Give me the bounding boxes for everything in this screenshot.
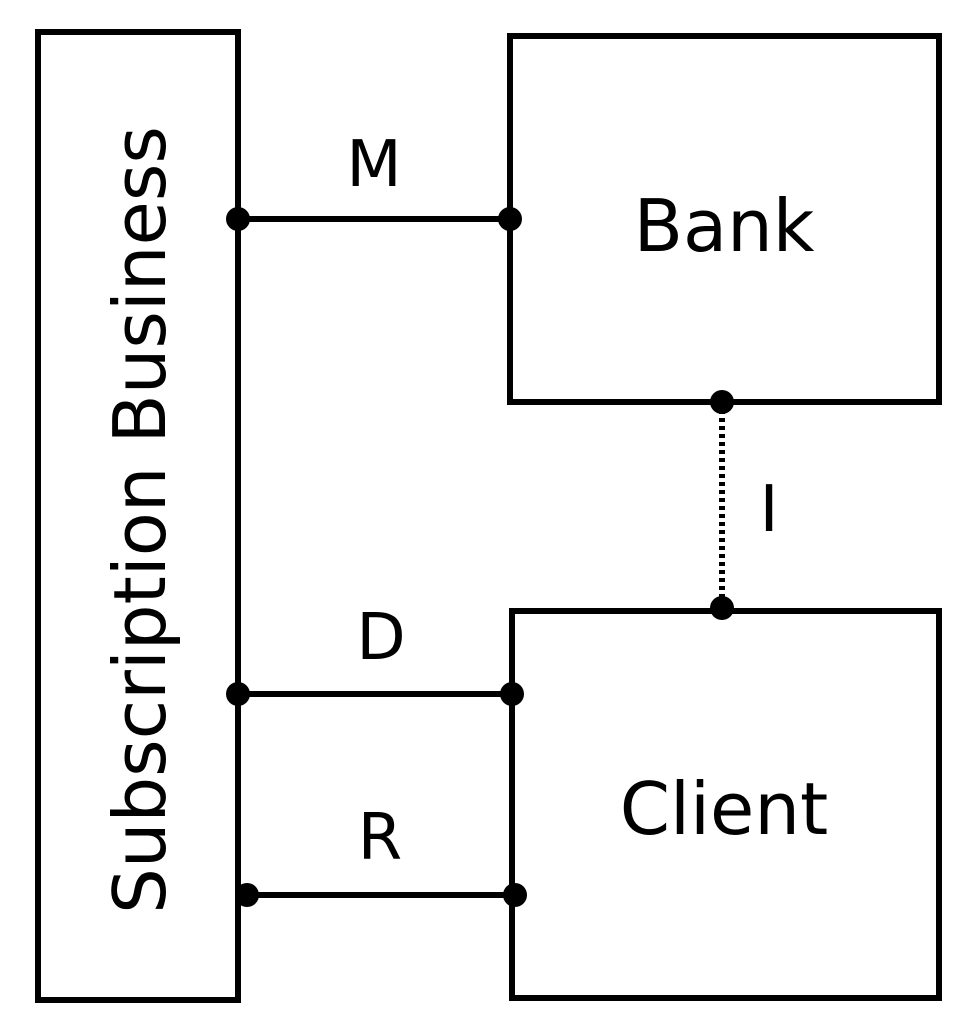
- link-m-start-dot: [226, 207, 250, 231]
- link-d-label: D: [356, 601, 405, 675]
- bank-box: [507, 33, 942, 405]
- subscription-business-box: [35, 29, 241, 1003]
- link-i-label: I: [760, 473, 779, 547]
- link-r: R: [235, 801, 527, 907]
- link-d-end-dot: [500, 682, 524, 706]
- link-i: I: [710, 390, 778, 620]
- subscription-business-node: Subscription Business: [35, 29, 241, 1003]
- link-i-end-dot: [710, 596, 734, 620]
- client-node: Client: [509, 608, 942, 1001]
- link-m: M: [226, 128, 522, 231]
- link-m-label: M: [346, 128, 401, 202]
- link-d: D: [226, 601, 524, 706]
- link-i-start-dot: [710, 390, 734, 414]
- client-label: Client: [620, 767, 828, 851]
- subscription-business-label: Subscription Business: [98, 126, 182, 914]
- bank-label: Bank: [634, 184, 815, 268]
- link-r-start-dot: [235, 883, 259, 907]
- bank-node: Bank: [507, 33, 942, 405]
- link-d-start-dot: [226, 682, 250, 706]
- link-r-label: R: [358, 801, 402, 875]
- link-m-end-dot: [498, 207, 522, 231]
- link-r-end-dot: [503, 883, 527, 907]
